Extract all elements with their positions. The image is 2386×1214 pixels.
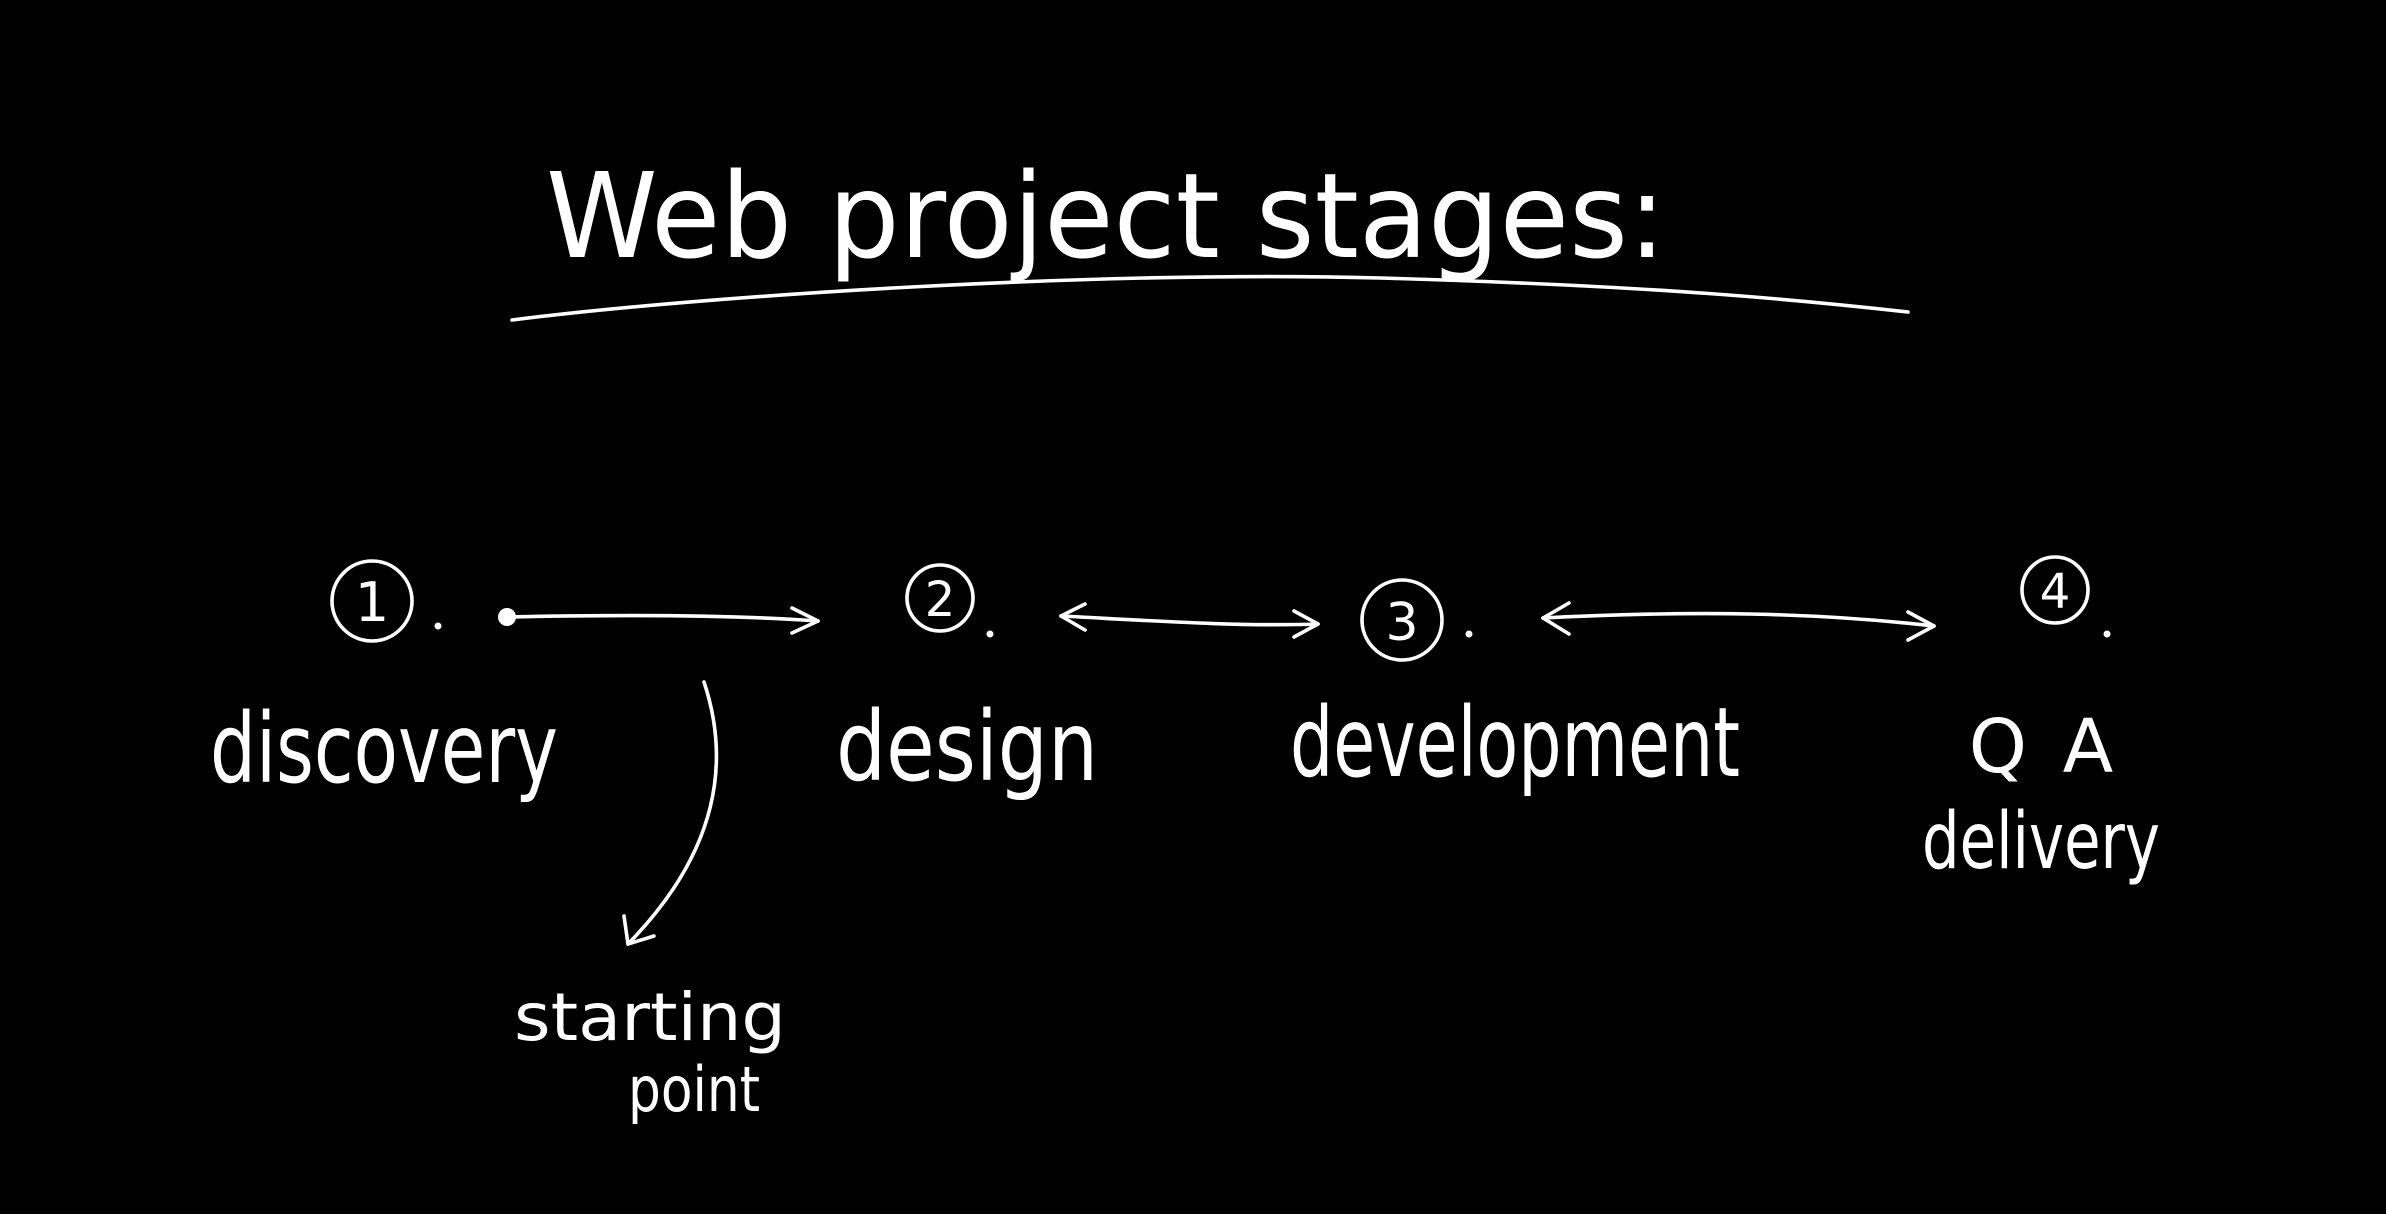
stage-qa-delivery: 4 Q A delivery xyxy=(1922,555,2160,887)
stage-number: 1 xyxy=(355,571,389,634)
stage-label: Q A xyxy=(1969,704,2119,790)
arrow-shaft xyxy=(626,680,719,946)
stage-number-circle xyxy=(905,563,975,633)
arrow-head-left xyxy=(1541,601,1571,636)
annotation-pointer-arrow xyxy=(622,680,719,946)
stage-label: discovery xyxy=(210,693,558,805)
stage-label: design xyxy=(836,691,1098,803)
arrow-development-qa xyxy=(1541,601,1936,642)
stage-label: development xyxy=(1290,687,1740,799)
annotation-line-1: starting xyxy=(514,979,786,1056)
stage-number-circle xyxy=(330,559,414,643)
stage-number: 4 xyxy=(2040,564,2071,620)
arrow-head xyxy=(790,606,820,635)
stage-sublabel: delivery xyxy=(1922,797,2160,887)
annotation-line-2: point xyxy=(628,1053,760,1126)
stage-number-dot xyxy=(986,630,994,638)
stage-number-dot xyxy=(434,622,442,630)
stage-number-dot xyxy=(2103,630,2111,638)
arrow-design-development xyxy=(1059,602,1320,639)
stage-number-circle xyxy=(2020,555,2090,625)
annotation-starting-point: starting point xyxy=(514,979,786,1126)
arrow-discovery-to-design xyxy=(498,606,820,635)
stage-number: 2 xyxy=(925,572,956,628)
stage-discovery: 1 discovery xyxy=(210,559,558,805)
arrow-head-right xyxy=(1292,609,1320,639)
diagram-title: Web project stages: xyxy=(546,147,1666,285)
arrow-shaft xyxy=(505,613,820,623)
stage-design: 2 design xyxy=(836,563,1098,803)
arrow-head-right xyxy=(1906,610,1936,642)
stage-number: 3 xyxy=(1385,593,1418,653)
arrow-head-left xyxy=(1059,602,1087,632)
arrow-head xyxy=(622,914,656,946)
stage-development: 3 development xyxy=(1290,578,1740,799)
arrow-shaft xyxy=(1059,614,1320,627)
title-underline xyxy=(510,274,1910,322)
stage-number-circle xyxy=(1360,578,1444,662)
arrow-shaft xyxy=(1541,611,1936,628)
stage-number-dot xyxy=(1465,630,1473,638)
